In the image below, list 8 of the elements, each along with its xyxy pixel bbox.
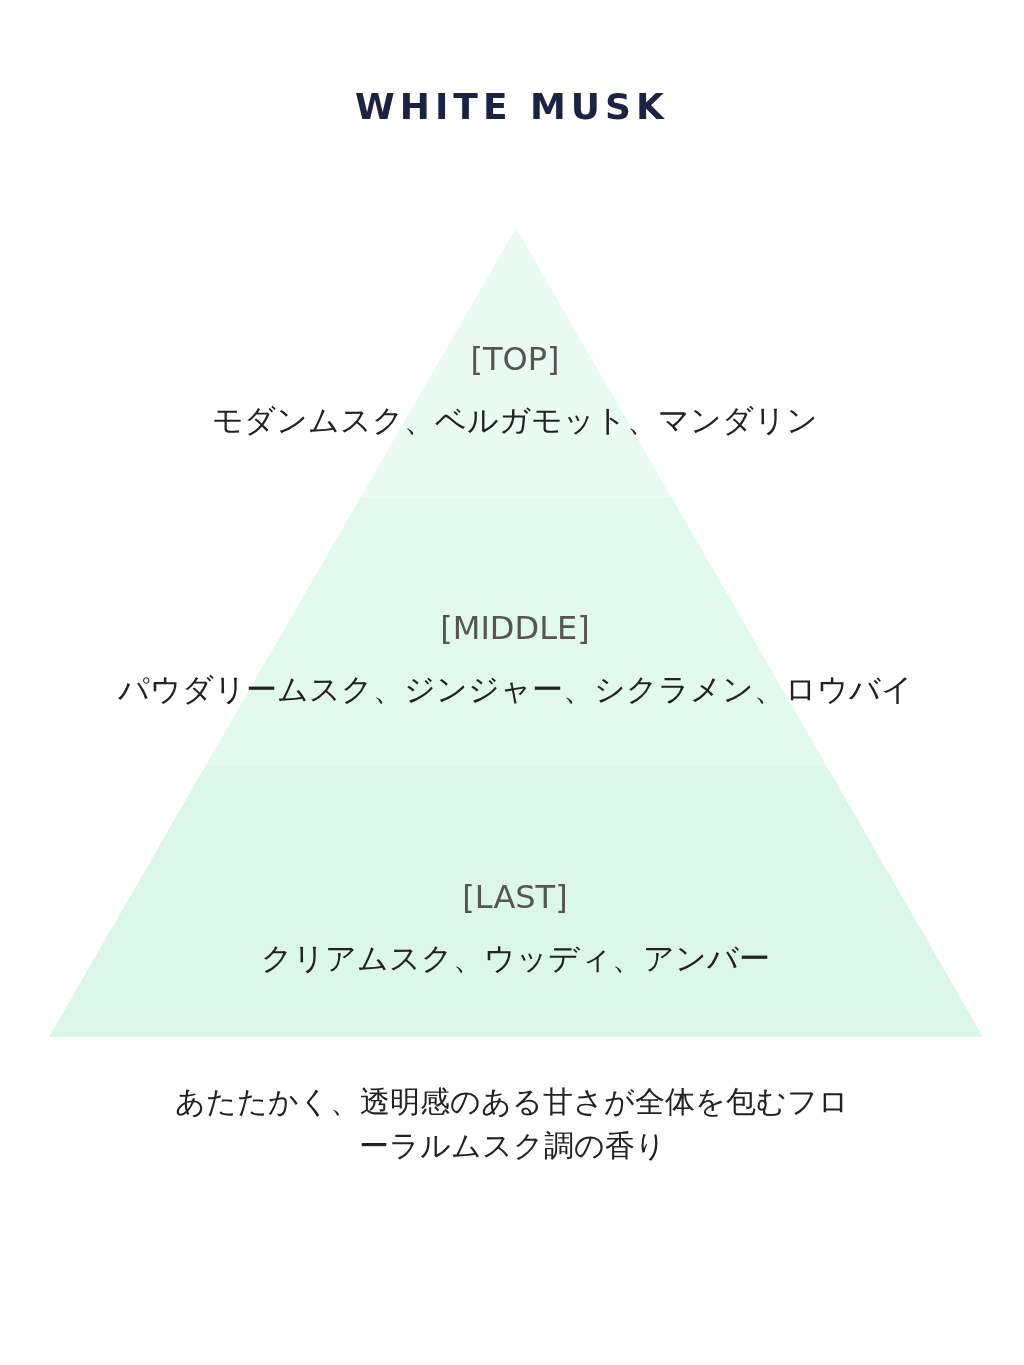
- note-list: モダンムスク、ベルガモット、マンダリン: [195, 400, 835, 442]
- tier-heading: [TOP]: [469, 340, 561, 378]
- caption: あたたかく、透明感のある甘さが全体を包むフローラルムスク調の香り: [174, 1083, 850, 1165]
- note-list: クリアムスク、ウッディ、アンバー: [48, 938, 982, 980]
- note-list: パウダリームスク、ジンジャー、シクラメン、ロウバイ: [100, 669, 930, 711]
- tier-heading: [LAST]: [461, 878, 569, 916]
- title: WHITE MUSK: [354, 86, 670, 127]
- tier-heading: [MIDDLE]: [439, 609, 591, 647]
